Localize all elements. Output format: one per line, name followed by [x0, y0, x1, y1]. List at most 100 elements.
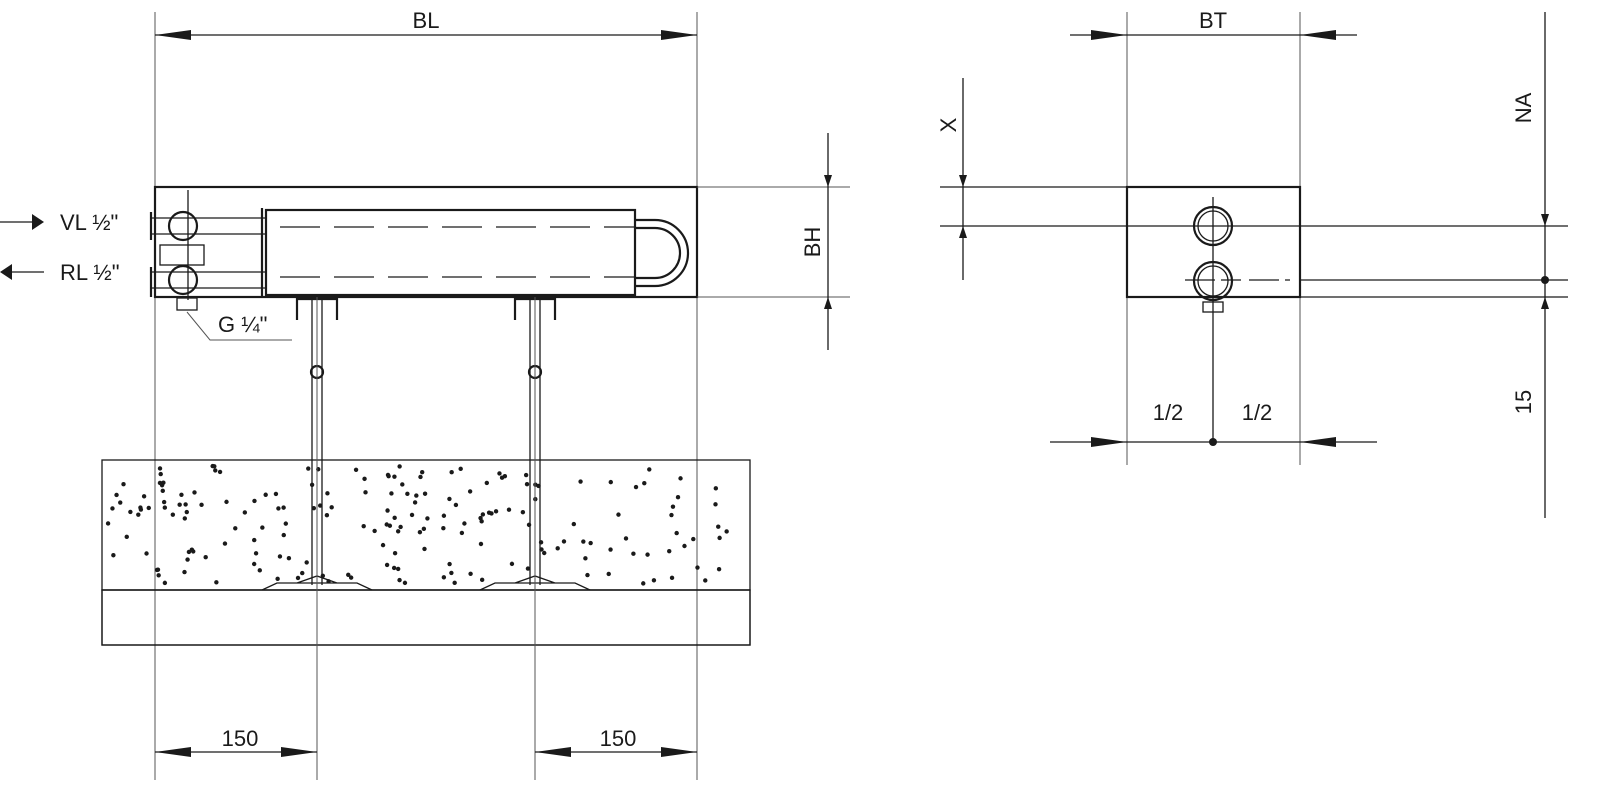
aggregate-dot — [177, 502, 182, 507]
aggregate-dot — [409, 512, 415, 518]
aggregate-dot — [213, 468, 218, 473]
aggregate-dot — [161, 499, 167, 505]
aggregate-dot — [645, 552, 650, 557]
aggregate-dot — [222, 541, 228, 546]
return-label: RL ½" — [60, 260, 120, 285]
aggregate-dot — [277, 554, 283, 559]
aggregate-dot — [453, 502, 459, 508]
aggregate-dot — [217, 469, 223, 475]
return-arrowhead — [0, 264, 12, 280]
aggregate-dot — [160, 488, 165, 494]
aggregate-dot — [400, 482, 405, 487]
aggregate-dot — [524, 481, 530, 487]
floor-supports — [261, 297, 591, 780]
aggregate-dot — [161, 480, 166, 485]
aggregate-dot — [157, 480, 163, 486]
aggregate-dot — [162, 580, 168, 586]
aggregate-dot — [691, 536, 696, 542]
aggregate-dot — [110, 506, 115, 511]
aggregate-dot — [724, 529, 729, 534]
aggregate-dot — [674, 530, 679, 536]
aggregate-dot — [251, 561, 257, 567]
aggregate-dot — [421, 526, 427, 532]
aggregate-dot — [263, 492, 268, 497]
aggregate-dot — [111, 553, 116, 558]
aggregate-dot — [182, 516, 188, 521]
aggregate-dot — [392, 515, 397, 521]
aggregate-dot — [419, 469, 425, 475]
aggregate-dot — [391, 565, 397, 571]
aggregate-dot — [716, 524, 721, 529]
aggregate-dot — [182, 569, 187, 575]
aggregate-dot — [124, 534, 129, 540]
aggregate-dot — [651, 578, 657, 583]
aggregate-dot — [478, 541, 484, 547]
aggregate-dot — [447, 561, 452, 567]
aggregate-dot — [384, 562, 390, 568]
right-offset-label: 150 — [600, 726, 637, 751]
aggregate-dot — [233, 526, 238, 531]
aggregate-dot — [616, 512, 621, 517]
center-point — [1209, 438, 1217, 446]
radiator-body — [153, 185, 699, 299]
bt-label: BT — [1199, 8, 1227, 33]
aggregate-dot — [633, 484, 639, 490]
aggregate-dot — [523, 472, 529, 478]
aggregate-dot — [585, 572, 590, 578]
aggregate-dot — [286, 555, 292, 561]
aggregate-dot — [189, 547, 195, 552]
aggregate-dot — [623, 536, 629, 541]
aggregate-dot — [257, 568, 262, 573]
floor-support — [261, 297, 373, 780]
aggregate-dot — [118, 500, 123, 505]
aggregate-dot — [384, 522, 389, 527]
aggregate-dot — [156, 573, 161, 578]
aggregate-dot — [479, 519, 484, 524]
aggregate-dot — [561, 539, 567, 544]
aggregate-dot — [397, 464, 402, 469]
supply-label: VL ½" — [60, 210, 118, 235]
aggregate-dot — [275, 576, 280, 582]
aggregate-dot — [179, 492, 184, 497]
aggregate-dot — [468, 571, 473, 577]
side-view: BT X NA 15 1/2 1/2 — [936, 8, 1568, 518]
aggregate-dot — [136, 512, 141, 517]
aggregate-dot — [555, 546, 560, 551]
aggregate-dot — [520, 509, 526, 515]
aggregate-dot — [449, 470, 454, 475]
aggregate-dot — [669, 512, 674, 518]
supply-valve-icon — [167, 210, 199, 242]
aggregate-dot — [713, 486, 719, 491]
aggregate-dot — [348, 575, 354, 580]
aggregate-dot — [304, 560, 309, 565]
screed-aggregate — [105, 463, 729, 586]
aggregate-dot — [214, 580, 219, 585]
aggregate-dot — [497, 471, 502, 476]
supply-arrowhead — [32, 214, 44, 230]
na-point — [1541, 276, 1549, 284]
aggregate-dot — [447, 496, 452, 502]
half-right-label: 1/2 — [1242, 400, 1273, 425]
aggregate-dot — [283, 521, 289, 526]
aggregate-dot — [581, 539, 586, 544]
half-left-label: 1/2 — [1153, 400, 1184, 425]
aggregate-dot — [138, 505, 143, 510]
aggregate-dot — [212, 464, 217, 469]
aggregate-dot — [608, 479, 613, 485]
aggregate-dot — [306, 466, 311, 471]
aggregate-dot — [458, 466, 463, 472]
left-offset-label: 150 — [222, 726, 259, 751]
aggregate-dot — [362, 476, 367, 482]
aggregate-dot — [441, 526, 446, 531]
aggregate-dot — [346, 572, 351, 578]
aggregate-dot — [183, 502, 188, 507]
aggregate-dot — [412, 500, 418, 505]
aggregate-dot — [105, 521, 111, 526]
aggregate-dot — [631, 551, 636, 556]
aggregate-dot — [311, 505, 317, 511]
aggregate-dot — [329, 505, 334, 510]
aggregate-dot — [717, 535, 722, 541]
aggregate-dot — [713, 502, 718, 507]
aggregate-dot — [583, 556, 588, 561]
aggregate-dot — [417, 529, 423, 535]
